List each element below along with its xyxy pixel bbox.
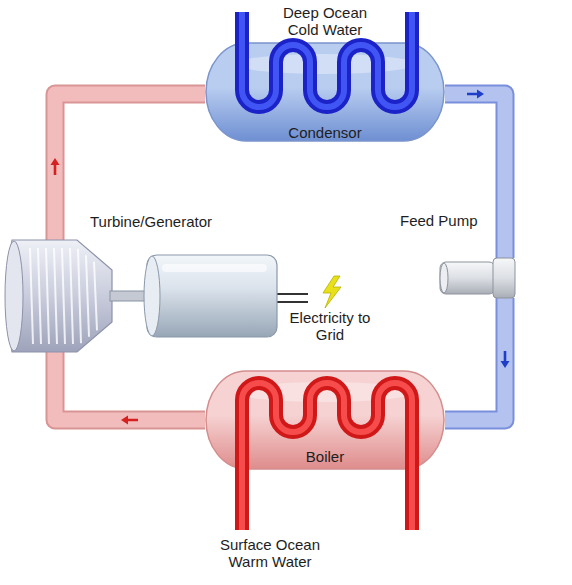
lightning-bolt [323, 276, 341, 308]
node-label: Boiler [306, 448, 344, 465]
flow-arrowhead [121, 416, 138, 425]
water-source-label: Surface Ocean Warm Water [200, 536, 340, 570]
node-outline [2, 240, 282, 352]
boiler-vessel: Boiler [205, 370, 445, 470]
pipe-body [445, 298, 505, 420]
feed-pump: Feed Pump [440, 258, 515, 298]
drawing-part [62, 248, 65, 344]
drawing-part [38, 248, 41, 344]
drawing-part [242, 383, 412, 530]
drawing-part [86, 255, 89, 337]
wire [277, 293, 308, 295]
flow-arrowhead [51, 158, 60, 175]
pipe-connector [445, 90, 505, 259]
output-label: Electricity to Grid [288, 309, 372, 343]
drawing-part [162, 264, 267, 272]
pipe-wall [55, 352, 205, 420]
drawing-part [78, 249, 81, 343]
drawing-part [54, 248, 57, 344]
drawing-part [94, 262, 97, 331]
drawing-part [46, 248, 49, 344]
water-source-label: Deep Ocean Cold Water [275, 4, 375, 38]
drawing-part [242, 383, 412, 530]
pipe-wall [445, 94, 505, 258]
node-outline [440, 258, 515, 298]
drawing-part [30, 248, 33, 344]
drawing-part [493, 258, 515, 298]
drawing-part [144, 256, 160, 336]
pipe-connector [55, 352, 205, 425]
drawing-part [235, 54, 415, 74]
node-label: Turbine/Generator [90, 213, 212, 230]
wire [277, 301, 308, 303]
drawing-part [440, 262, 495, 294]
turbine-generator: Turbine/Generator [2, 240, 282, 352]
generator-wires [277, 294, 308, 302]
flow-arrowhead [467, 90, 484, 99]
node-label: Condensor [288, 124, 361, 141]
pipe-wall [445, 298, 505, 420]
pipe-body [445, 94, 505, 258]
drawing-part [147, 255, 277, 337]
flow-arrowhead [501, 351, 510, 368]
pipe-connector [445, 298, 510, 420]
condenser-vessel: Condensor [205, 42, 445, 146]
node-label: Feed Pump [400, 212, 478, 229]
drawing-part [5, 241, 23, 351]
drawing-part [70, 248, 73, 344]
drawing-part [440, 263, 448, 293]
pipe-body [55, 352, 205, 420]
